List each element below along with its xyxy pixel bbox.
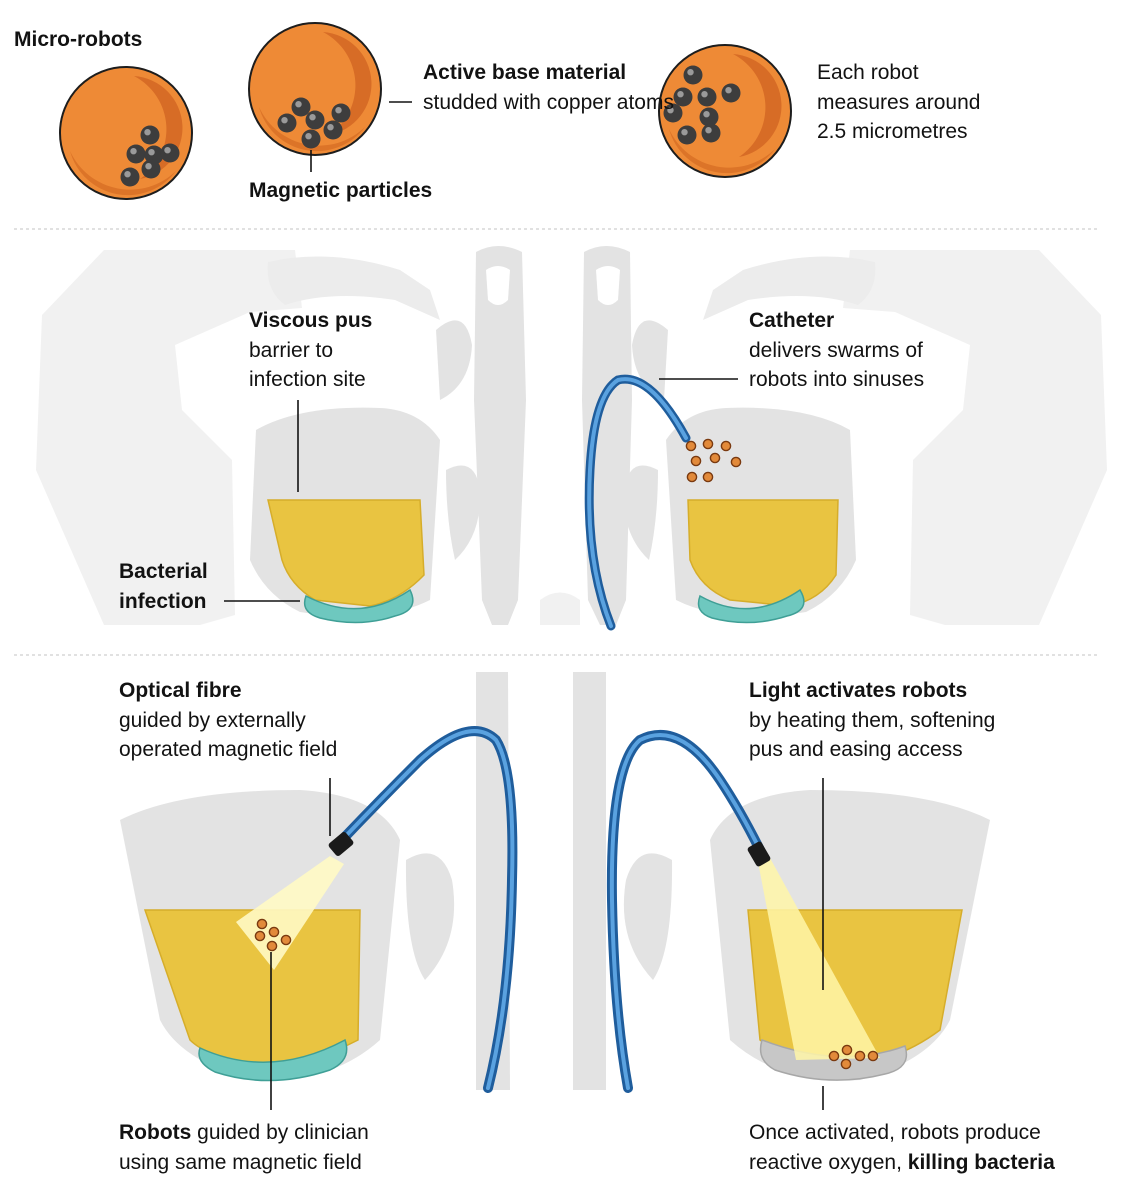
- reactive-oxygen-label: Once activated, robots produce reactive …: [749, 1118, 1055, 1177]
- optical-fibre-label: Optical fibre guided by externally opera…: [119, 676, 337, 765]
- catheter-desc-line: delivers swarms of: [749, 338, 923, 362]
- oxygen-bold: killing bacteria: [907, 1150, 1055, 1174]
- infection-left: [303, 588, 414, 624]
- light-desc-line: by heating them, softening: [749, 708, 996, 732]
- magnetic-particles-label: Magnetic particles: [249, 176, 432, 206]
- base-material-bold: Active base material: [423, 61, 627, 84]
- fibre-desc-line: operated magnetic field: [119, 738, 338, 761]
- pus-desc-line: infection site: [249, 368, 366, 391]
- oxygen-line: Once activated, robots produce: [749, 1121, 1041, 1144]
- light-title: Light activates robots: [749, 679, 968, 702]
- base-material-label: Active base material studded with copper…: [423, 58, 674, 117]
- robot-illustration-1: [59, 66, 193, 200]
- robots-bold: Robots: [119, 1121, 192, 1144]
- fibre-desc-line: guided by externally: [119, 708, 306, 732]
- infection-line: infection: [119, 589, 207, 613]
- magnetic-text: Magnetic particles: [249, 179, 433, 202]
- robots-rest: guided by clinician: [197, 1121, 369, 1144]
- light-cone-right: [758, 858, 880, 1060]
- base-material-rest: studded with copper atoms: [423, 90, 674, 114]
- fibre-title: Optical fibre: [119, 679, 242, 702]
- pus-desc-line: barrier to: [249, 338, 334, 362]
- light-desc-line: pus and easing access: [749, 738, 963, 761]
- light-cone-left: [236, 856, 344, 970]
- catheter-label: Catheter delivers swarms of robots into …: [749, 306, 924, 395]
- robots-rest-line: using same magnetic field: [119, 1150, 362, 1174]
- size-note-label: Each robot measures around 2.5 micrometr…: [817, 58, 980, 147]
- catheter-title: Catheter: [749, 309, 835, 332]
- pus-fill-left: [267, 499, 425, 607]
- robots-guided-label: Robots guided by clinician using same ma…: [119, 1118, 369, 1177]
- infection-left: [198, 1038, 348, 1082]
- robot-illustration-2: [248, 22, 382, 156]
- pus-title: Viscous pus: [249, 309, 373, 332]
- fibre-tip-right: [747, 841, 771, 867]
- size-note-line: Each robot: [817, 61, 919, 84]
- infection-line: Bacterial: [119, 560, 208, 583]
- catheter-desc-line: robots into sinuses: [749, 368, 925, 391]
- light-activates-label: Light activates robots by heating them, …: [749, 676, 995, 765]
- size-note-line: 2.5 micrometres: [817, 120, 968, 143]
- title-text: Micro-robots: [14, 28, 143, 51]
- fibre-tip-left: [328, 832, 354, 856]
- section-title: Micro-robots: [14, 25, 142, 55]
- oxygen-line: reactive oxygen,: [749, 1150, 902, 1174]
- robot-illustration-3: [658, 44, 792, 178]
- bacterial-infection-label: Bacterial infection: [119, 557, 208, 616]
- infection-right: [697, 588, 805, 624]
- viscous-pus-label: Viscous pus barrier to infection site: [249, 306, 372, 395]
- size-note-line: measures around: [817, 90, 981, 114]
